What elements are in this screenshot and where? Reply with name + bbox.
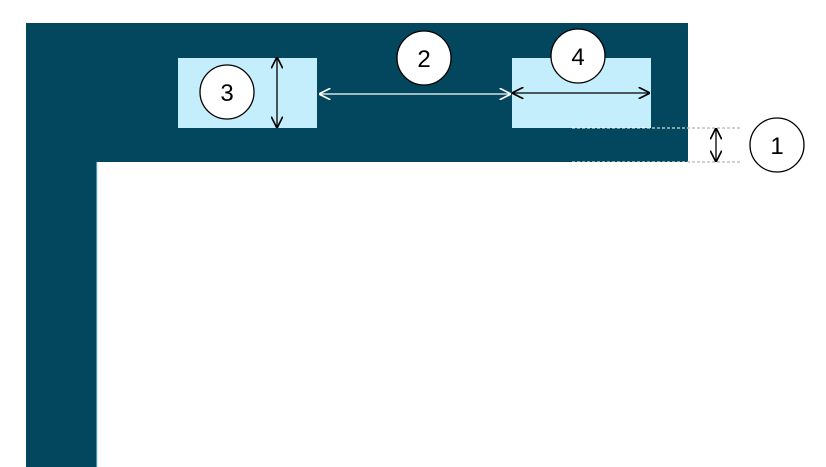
- marker-4-label: 4: [571, 44, 584, 71]
- marker-4: 4: [550, 28, 606, 84]
- l-frame: [26, 23, 688, 467]
- marker-2: 2: [396, 30, 452, 86]
- marker-1: 1: [749, 117, 805, 173]
- marker-3-label: 3: [220, 80, 233, 107]
- marker-2-label: 2: [417, 46, 430, 73]
- marker-3: 3: [199, 64, 255, 120]
- marker-1-label: 1: [770, 133, 783, 160]
